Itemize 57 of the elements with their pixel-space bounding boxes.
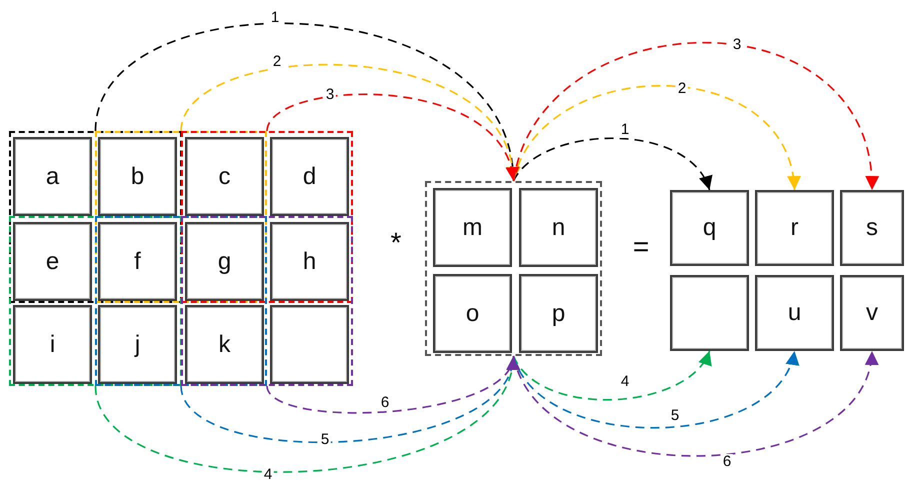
- matrix-cell: [185, 137, 264, 216]
- cell-letter: c: [218, 162, 230, 190]
- cell-letter: j: [134, 330, 140, 358]
- matrix-cell: [519, 188, 598, 267]
- cell-letter: d: [302, 162, 316, 190]
- matrix-cell: [98, 305, 177, 384]
- cell-letter: q: [702, 214, 716, 242]
- arrow: [512, 350, 710, 400]
- sliding-window-frame: [181, 131, 353, 303]
- cell-letter: h: [302, 248, 316, 276]
- matrix-cell: [433, 274, 512, 353]
- matrix-cell: [519, 274, 598, 353]
- arrow: [512, 84, 799, 190]
- matrix-cell: [98, 137, 177, 216]
- matrix-cell: [670, 190, 749, 266]
- cell-letter: k: [218, 330, 230, 358]
- cell-letter: s: [866, 214, 878, 242]
- cell-letter: r: [790, 214, 798, 242]
- arrow: [94, 23, 518, 182]
- sliding-window-frame: [181, 216, 353, 386]
- arrow: [512, 137, 710, 190]
- matrix-cell: [13, 222, 92, 301]
- kernel-frame: [425, 181, 602, 356]
- matrix-cell: [755, 190, 834, 266]
- cell-letter: i: [50, 330, 56, 358]
- arrow: [266, 94, 517, 182]
- cell-letter: f: [134, 248, 141, 276]
- cell-letter: g: [218, 248, 232, 276]
- empty-cell: [670, 275, 749, 351]
- cell-letter: a: [46, 162, 60, 190]
- cell-letter: u: [788, 299, 802, 327]
- edge-label: 2: [270, 54, 284, 70]
- sliding-window-frame: [95, 216, 267, 386]
- cell-letter: v: [866, 299, 878, 327]
- cell-letter: o: [466, 300, 480, 328]
- arrow: [512, 42, 878, 190]
- cell-letter: e: [46, 248, 60, 276]
- matrix-cell: [185, 222, 264, 301]
- cell-letter: b: [130, 162, 144, 190]
- sliding-window-frame: [9, 216, 182, 386]
- arrow: [512, 350, 876, 457]
- matrix-cell: [270, 222, 349, 301]
- matrix-cell: [755, 275, 834, 351]
- matrix-cell: [98, 222, 177, 301]
- operator-sign: *: [390, 227, 402, 259]
- cell-letter: n: [552, 214, 566, 242]
- arrow: [512, 350, 796, 429]
- operator-sign: =: [632, 231, 650, 263]
- cell-letter: p: [552, 300, 566, 328]
- cell-letter: m: [462, 214, 482, 242]
- matrix-cell: [433, 188, 512, 267]
- sliding-window-frame: [9, 131, 182, 303]
- matrix-cell: [840, 275, 904, 351]
- edge-label: 1: [618, 122, 632, 138]
- sliding-window-frame: [95, 131, 267, 303]
- matrix-cell: [840, 190, 904, 266]
- edge-label: 1: [268, 10, 282, 26]
